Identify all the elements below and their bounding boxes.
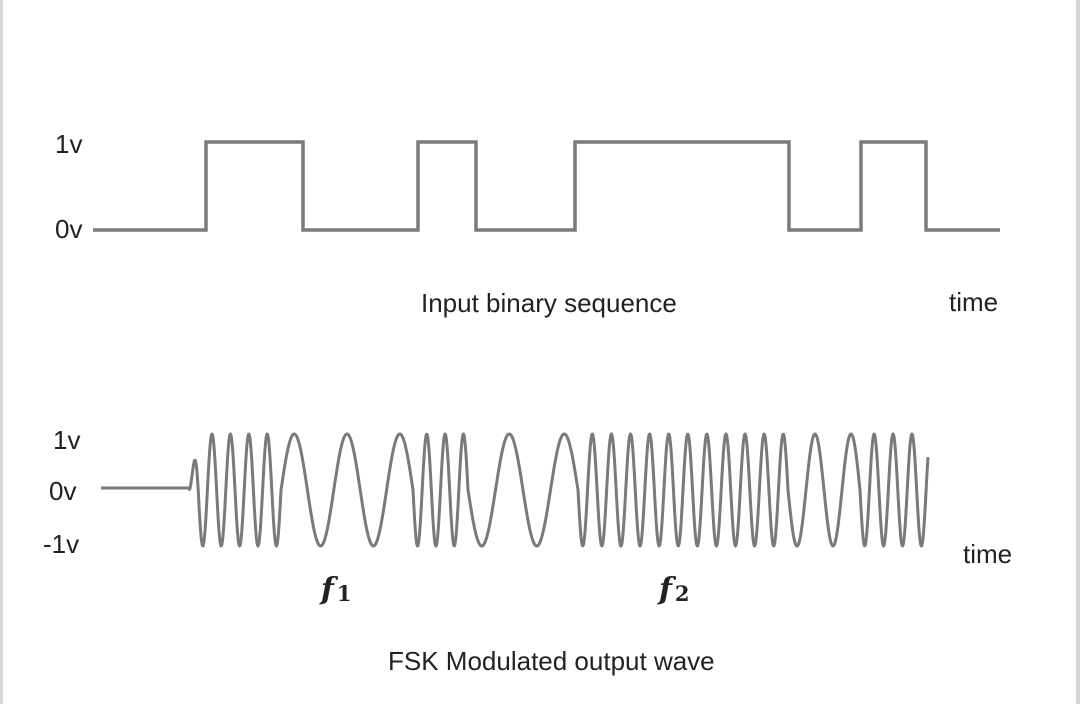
fsk-diagram: 1v 0v Input binary sequence time 1v 0v -…	[43, 129, 1012, 676]
bottom-label-1v: 1v	[53, 425, 80, 455]
binary-square-wave	[93, 140, 1000, 232]
top-time-label: time	[949, 287, 998, 317]
top-label-0v: 0v	[55, 214, 82, 244]
fsk-output-caption: FSK Modulated output wave	[388, 646, 715, 676]
fsk-modulated-wave	[101, 432, 930, 548]
bottom-label-0v: 0v	[49, 476, 76, 506]
freq-label-f1-subscript: 1	[337, 581, 352, 606]
bottom-time-label: time	[963, 539, 1012, 569]
freq-label-f2-subscript: 2	[675, 581, 690, 606]
top-label-1v: 1v	[55, 129, 82, 159]
bottom-label-minus-1v: -1v	[43, 529, 79, 559]
input-sequence-caption: Input binary sequence	[421, 288, 677, 318]
